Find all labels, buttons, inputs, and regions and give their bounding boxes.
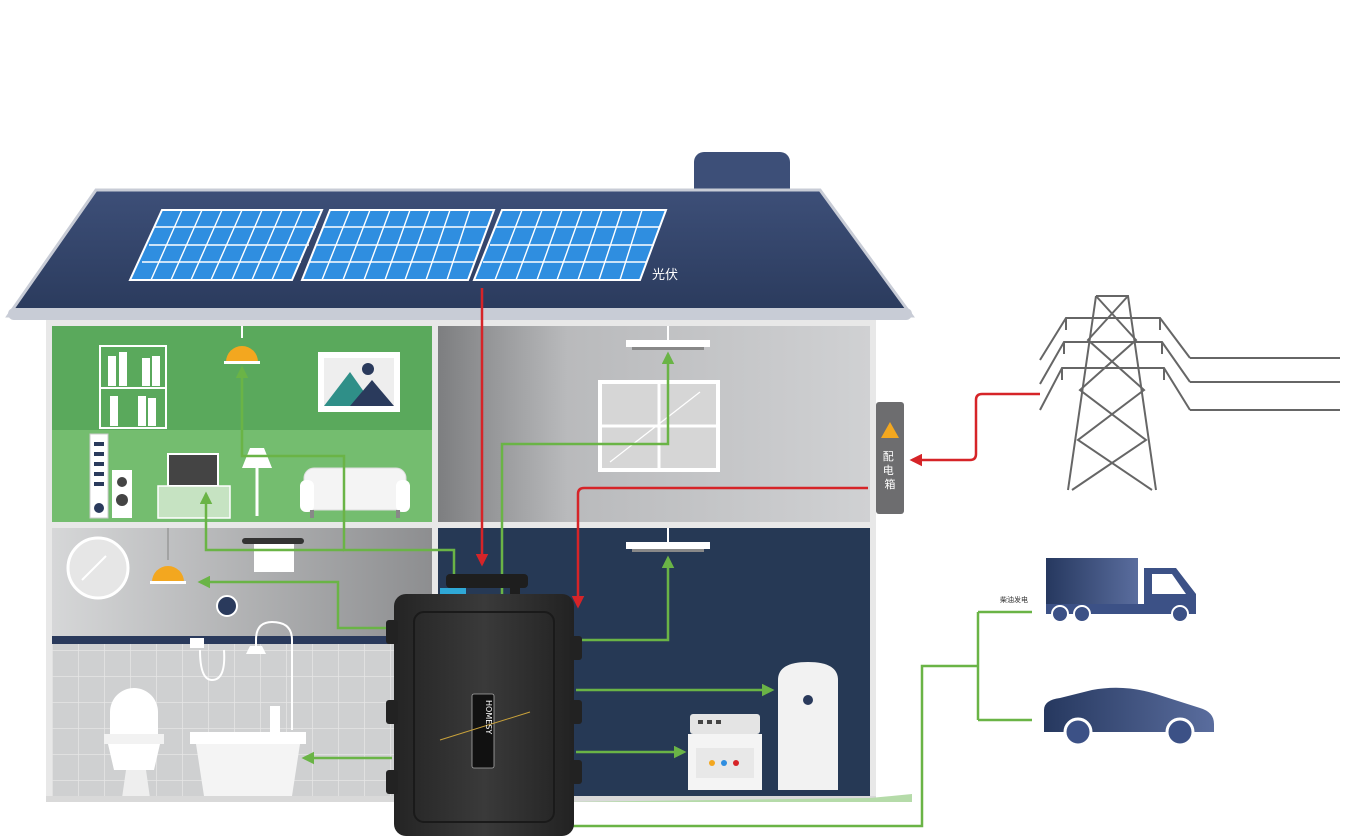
upper-room <box>438 326 870 522</box>
sofa-icon <box>300 467 410 518</box>
tv-icon <box>157 453 231 519</box>
window-icon <box>598 380 720 472</box>
mirror-icon <box>66 536 130 600</box>
stove-icon <box>688 714 762 790</box>
ceiling-light-icon <box>626 528 710 552</box>
shower-icon <box>190 595 293 730</box>
red-power-flows <box>475 288 1040 609</box>
living-room <box>52 326 432 522</box>
lamp-icon <box>224 326 260 364</box>
bathroom <box>52 528 432 798</box>
water-heater-icon <box>778 662 838 790</box>
solar-label: 光伏 <box>652 268 678 283</box>
distribution-box-label: 配 电 箱 <box>883 450 898 491</box>
lamp-icon <box>150 528 186 584</box>
truck-icon <box>1046 558 1196 623</box>
vehicle-power-label: 柴油发电 <box>1000 595 1028 604</box>
green-power-flows <box>197 351 1032 828</box>
bookshelf-icon <box>99 345 167 429</box>
device-brand: HOMESY <box>484 700 493 734</box>
solar-panel-icon <box>128 209 668 281</box>
distribution-box: 配 电 箱 <box>876 402 904 514</box>
picture-icon <box>318 352 400 412</box>
pylon-icon <box>1039 295 1340 491</box>
ceiling-light-icon <box>626 326 710 350</box>
bathtub-icon <box>190 706 306 796</box>
power-station-icon: HOMESY <box>386 574 582 836</box>
toilet-icon <box>104 688 164 798</box>
car-icon <box>1044 687 1214 747</box>
warning-icon <box>881 422 899 438</box>
